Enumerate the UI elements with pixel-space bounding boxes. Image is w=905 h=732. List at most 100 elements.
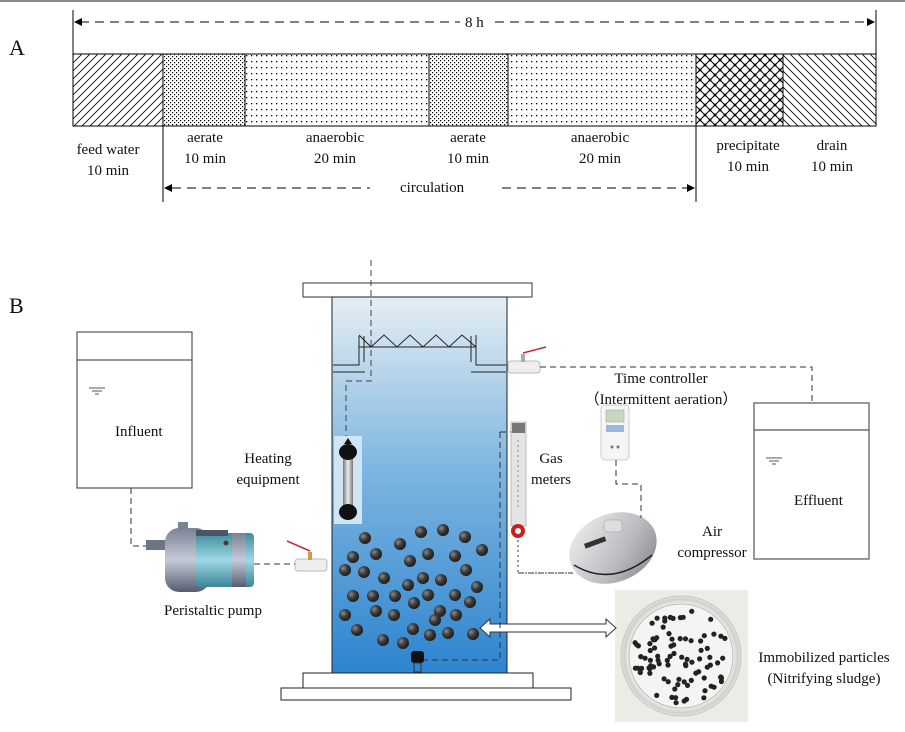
particle — [464, 596, 476, 608]
dish-particle — [655, 657, 661, 663]
phase-anaerobic-1 — [244, 53, 430, 127]
phase-drain — [782, 53, 877, 127]
transfer-double-arrow — [479, 617, 617, 639]
particle — [370, 605, 382, 617]
particle — [378, 572, 390, 584]
gas-meter-icon — [510, 421, 527, 538]
dish-particle — [652, 645, 658, 651]
particle — [408, 597, 420, 609]
particle — [437, 524, 449, 536]
particle — [424, 629, 436, 641]
dish-particle — [682, 661, 689, 667]
dish-particle — [701, 695, 707, 701]
dish-particle — [684, 656, 690, 663]
particle — [351, 624, 363, 636]
particle — [434, 605, 446, 617]
dish-particle — [650, 636, 656, 642]
particle — [370, 548, 382, 560]
dish-particle — [647, 657, 654, 663]
particle — [449, 550, 461, 562]
dish-particle — [654, 615, 660, 621]
particle — [394, 538, 406, 550]
dish-particle — [718, 633, 724, 639]
phase-aerate-1 — [162, 53, 246, 127]
particle — [388, 609, 400, 621]
dish-particle — [673, 700, 679, 706]
peristaltic-pump-label: Peristaltic pump — [164, 603, 262, 619]
dish-particle — [632, 640, 638, 646]
influent-label: Influent — [115, 424, 163, 440]
dish-particle — [668, 643, 674, 649]
dish-particle — [708, 616, 714, 622]
particle — [367, 590, 379, 602]
particles-photo — [615, 590, 748, 722]
particle — [339, 609, 351, 621]
dish-particle — [718, 674, 724, 680]
dish-particle — [638, 654, 644, 660]
particle — [404, 555, 416, 567]
particle — [402, 579, 414, 591]
air-compressor-icon — [569, 512, 657, 584]
dish-particle — [660, 624, 666, 630]
dish-particle — [688, 677, 694, 684]
phase-aerate-2 — [428, 53, 509, 127]
dish-particle — [704, 645, 710, 652]
dish-particle — [701, 675, 707, 681]
dish-particle — [698, 638, 704, 644]
circulation-arrow — [162, 126, 697, 202]
total-duration-label: 8 h — [461, 13, 488, 34]
dish-particle — [670, 615, 676, 622]
phase-anaerobic-2 — [507, 53, 697, 127]
dish-particle — [661, 676, 667, 682]
dish-particle — [639, 665, 645, 672]
dish-particle — [684, 682, 691, 689]
circulation-label: circulation — [396, 178, 469, 199]
immobilized-particles-label: Immobilized particles(Nitrifying sludge) — [758, 650, 890, 687]
dish-particle — [679, 654, 685, 660]
particle — [442, 627, 454, 639]
water-level-icon — [89, 387, 105, 395]
dish-particle — [682, 636, 689, 642]
immobilized-particles-in-reactor — [339, 524, 488, 649]
peristaltic-pump-icon — [146, 522, 254, 592]
dish-particle — [676, 676, 682, 682]
dish-particle — [637, 669, 643, 676]
tubing-lines — [130, 260, 813, 661]
dish-particle — [671, 650, 677, 657]
dish-particle — [655, 653, 661, 659]
effluent-valve-icon — [507, 346, 547, 374]
overflow-weir — [333, 334, 506, 373]
dish-particle — [649, 620, 655, 626]
particle — [449, 589, 461, 601]
dish-particle — [701, 633, 707, 639]
dish-particle — [651, 664, 657, 670]
particle — [460, 564, 472, 576]
dish-particle — [662, 615, 668, 621]
particle — [358, 566, 370, 578]
dish-particle — [673, 695, 679, 701]
dish-particle — [677, 636, 683, 642]
dish-particle — [654, 692, 660, 699]
dish-particle — [718, 678, 725, 685]
particle — [450, 609, 462, 621]
particle — [459, 531, 471, 543]
dish-particle — [693, 670, 699, 676]
heater-icon — [334, 436, 362, 524]
dish-particle — [666, 631, 672, 637]
particle — [471, 581, 483, 593]
panel-label-b: B — [9, 293, 24, 318]
dish-particle — [647, 641, 653, 647]
particle — [422, 548, 434, 560]
particle — [377, 634, 389, 646]
dish-particle — [664, 657, 670, 664]
dish-particle — [642, 655, 648, 661]
dish-particle — [697, 656, 703, 662]
top-border — [0, 0, 905, 2]
dish-particle — [689, 608, 695, 614]
influent-valve-icon — [286, 540, 328, 572]
time-controller-icon — [600, 404, 630, 461]
